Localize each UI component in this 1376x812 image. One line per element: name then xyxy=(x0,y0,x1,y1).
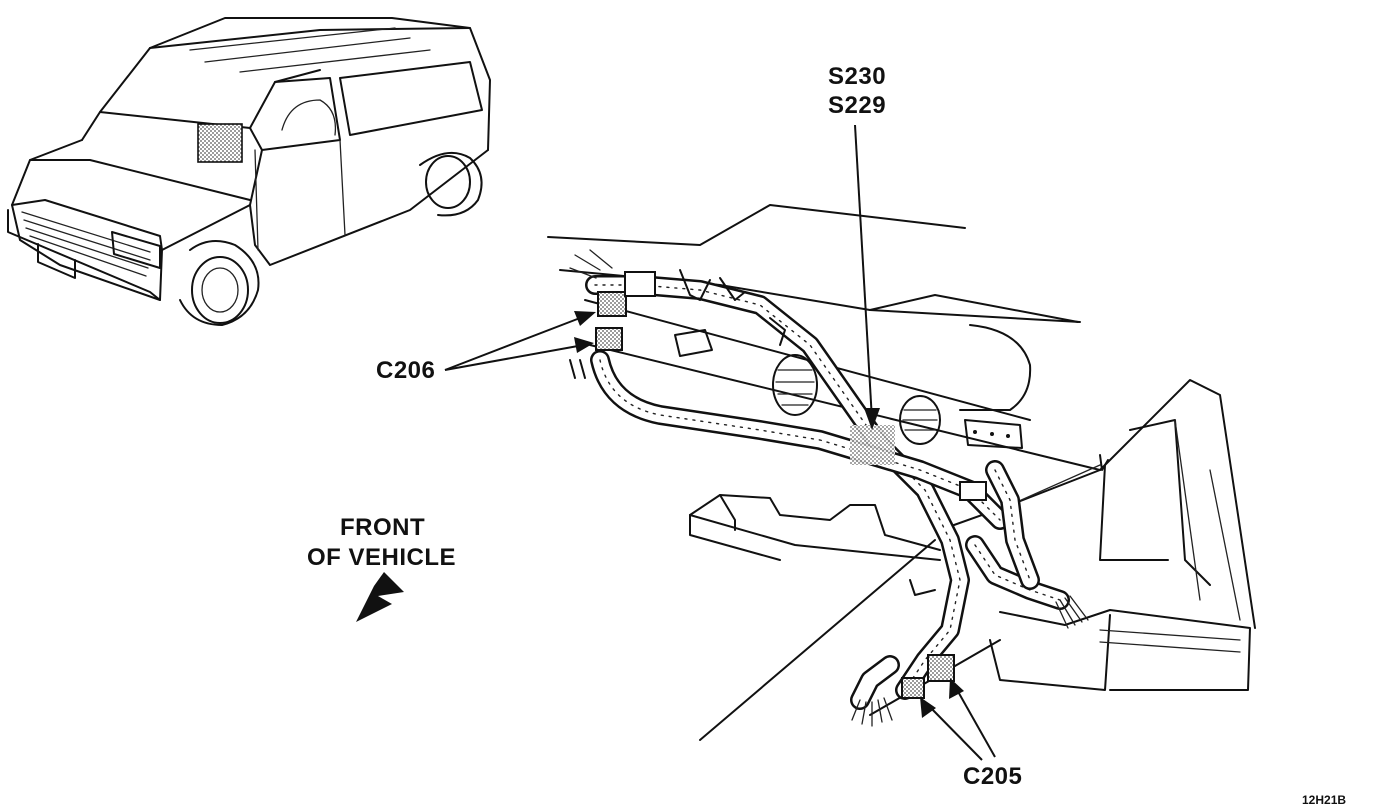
wiring-harness xyxy=(569,249,1089,727)
connector-label-c205: C205 xyxy=(963,763,1023,790)
van-icon xyxy=(7,17,491,326)
splice-label-s229: S229 xyxy=(828,92,887,119)
arrow-down-left-icon xyxy=(356,572,404,622)
splice-label-s230: S230 xyxy=(828,63,887,90)
front-of-vehicle-label-line2: OF VEHICLE xyxy=(307,544,457,571)
connector-label-c206: C206 xyxy=(376,357,436,384)
figure-code: 12H21B xyxy=(1302,793,1347,807)
front-of-vehicle-label-line1: FRONT xyxy=(340,514,426,541)
callout-leaders xyxy=(444,124,996,761)
